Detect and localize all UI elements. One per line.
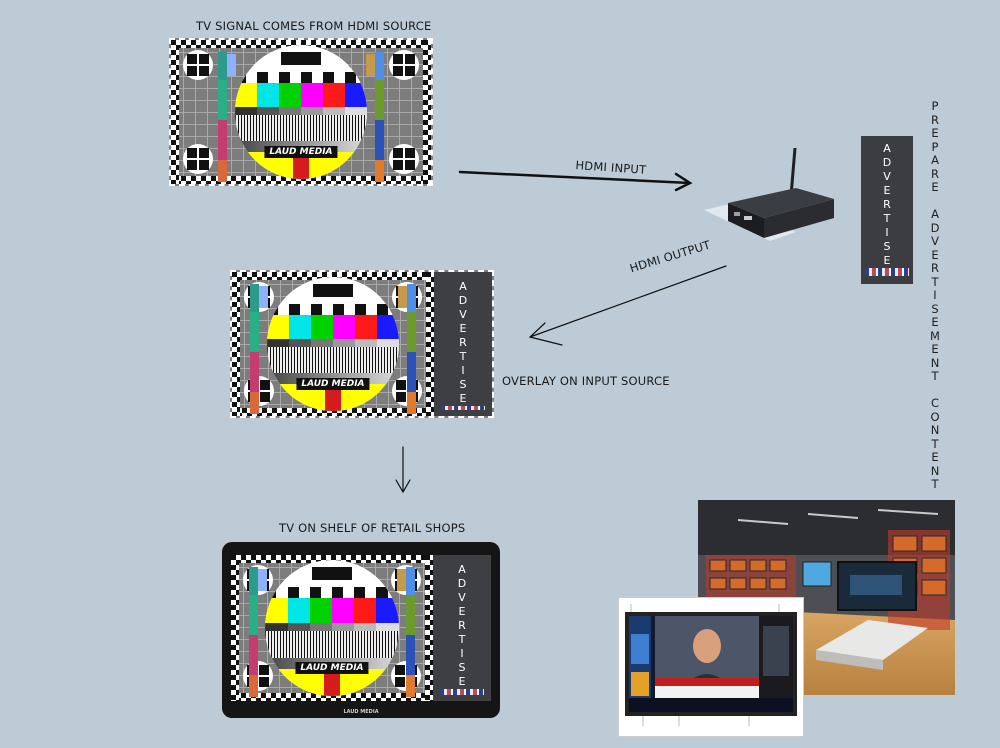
circle-top-block — [235, 51, 367, 66]
circle-color-bars — [265, 598, 399, 623]
laud-media-logo: LAUD MEDIA — [264, 145, 338, 158]
checker-border-top — [231, 555, 433, 563]
checker-border-left — [231, 555, 239, 701]
side-color-bar — [406, 675, 415, 697]
circle-gray-steps — [235, 106, 367, 115]
test-card-overlay: LAUD MEDIA A D V E R T I S E — [230, 270, 494, 418]
corner-target-icon — [389, 50, 419, 80]
advertise-overlay-panel: A D V E R T I S E — [433, 555, 491, 701]
corner-target-icon — [183, 144, 213, 174]
side-color-bar — [218, 52, 227, 80]
circle-top-block — [265, 566, 399, 581]
side-color-bar — [407, 392, 416, 414]
hdmi-output-arrow — [528, 265, 727, 346]
side-color-bar — [397, 569, 406, 591]
advertise-text: A D V E R T I S E — [882, 142, 892, 267]
advertise-overlay-panel: A D V E R T I S E — [434, 272, 492, 416]
overlay-label: OVERLAY ON INPUT SOURCE — [502, 374, 670, 388]
circle-checker-row — [235, 71, 367, 83]
test-card-circle: LAUD MEDIA — [267, 277, 399, 411]
advertise-overlay-text: A D V E R T I S E — [457, 563, 467, 688]
side-color-bar — [250, 352, 259, 392]
media-player-device — [704, 148, 834, 241]
checker-border-bottom — [231, 693, 433, 701]
test-card-circle: LAUD MEDIA — [265, 560, 399, 696]
side-color-bar — [375, 160, 384, 182]
test-card-tv: LAUD MEDIA A D V E R T I S E — [231, 555, 491, 701]
side-color-bar — [249, 595, 258, 635]
down-arrow — [395, 446, 411, 494]
side-color-bar — [375, 120, 384, 160]
side-color-bar — [250, 392, 259, 414]
circle-frequency-grating — [235, 114, 367, 142]
circle-checker-row — [265, 587, 399, 599]
advertise-panel: A D V E R T I S E — [861, 136, 913, 284]
laud-media-logo: LAUD MEDIA — [295, 662, 369, 674]
circle-gray-steps — [267, 338, 399, 347]
side-color-bar — [218, 160, 227, 182]
circle-frequency-grating — [267, 346, 399, 374]
side-color-bar — [375, 80, 384, 120]
checker-border-right — [425, 555, 433, 701]
corner-target-icon — [389, 144, 419, 174]
circle-frequency-grating — [265, 630, 399, 658]
circle-gray-steps — [265, 622, 399, 631]
side-color-bar — [218, 120, 227, 160]
side-color-bar — [250, 284, 259, 312]
advertise-overlay-text: A D V E R T I S E — [458, 280, 468, 405]
test-card-source: LAUD MEDIA — [169, 38, 433, 186]
side-color-bar — [407, 284, 416, 312]
checker-border-bottom — [171, 176, 431, 184]
test-card-circle: LAUD MEDIA — [235, 45, 367, 179]
side-color-bar — [398, 286, 407, 308]
tv-news-screen-photo — [618, 597, 804, 737]
corner-target-icon — [183, 50, 213, 80]
tv-brand: LAUD MEDIA — [343, 709, 379, 715]
laud-media-logo: LAUD MEDIA — [296, 377, 370, 390]
checker-border-top — [171, 40, 431, 48]
side-color-bar — [407, 312, 416, 352]
circle-checker-row — [267, 303, 399, 315]
side-color-bar — [366, 54, 375, 76]
side-color-bar — [249, 675, 258, 697]
side-color-bar — [406, 595, 415, 635]
advertise-overlay-stripes — [441, 406, 485, 410]
advertise-stripes — [865, 268, 909, 276]
prepare-advertisement-content-label: P R E P A R E A D V E R T I S E M E N T … — [930, 99, 940, 491]
side-color-bar — [218, 80, 227, 120]
circle-top-block — [267, 283, 399, 298]
advertise-overlay-stripes — [440, 689, 484, 695]
side-color-bar — [406, 567, 415, 595]
side-color-bar — [406, 635, 415, 675]
circle-color-bars — [235, 82, 367, 107]
tv-shelf-label: TV ON SHELF OF RETAIL SHOPS — [279, 521, 466, 535]
side-color-bar — [259, 286, 268, 308]
side-color-bar — [250, 312, 259, 352]
side-color-bar — [375, 52, 384, 80]
hdmi-input-arrow — [458, 170, 693, 192]
checker-border-left — [232, 272, 240, 416]
checker-border-right — [426, 272, 434, 416]
side-color-bar — [249, 635, 258, 675]
checker-border-right — [423, 40, 431, 184]
retail-tv: LAUD MEDIA A D V E R T I S E LAUD MEDIA — [222, 542, 500, 718]
checker-border-left — [171, 40, 179, 184]
source-title: TV SIGNAL COMES FROM HDMI SOURCE — [196, 19, 432, 33]
side-color-bar — [249, 567, 258, 595]
circle-color-bars — [267, 314, 399, 339]
checker-border-top — [232, 272, 434, 280]
checker-border-bottom — [232, 408, 434, 416]
side-color-bar — [258, 569, 267, 591]
side-color-bar — [227, 54, 236, 76]
side-color-bar — [407, 352, 416, 392]
